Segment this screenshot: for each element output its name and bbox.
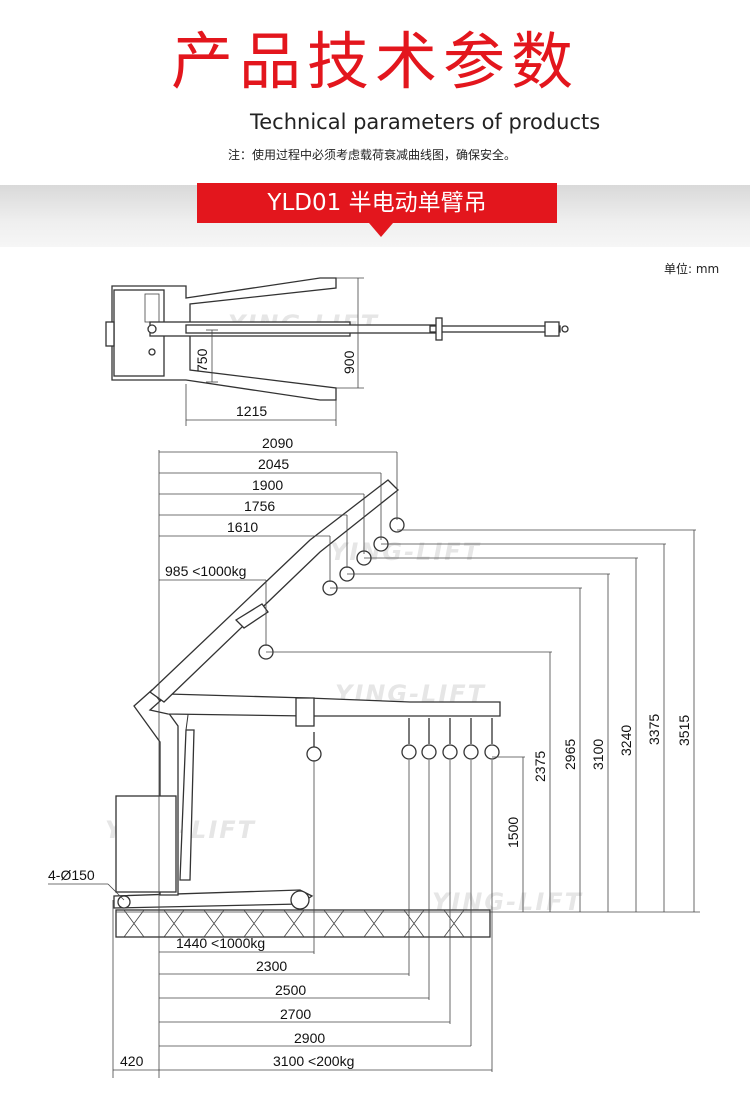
height-3240: 3240 [618, 725, 634, 756]
height-2965: 2965 [562, 739, 578, 770]
safety-note: 注：使用过程中必须考虑载荷衰减曲线图，确保安全。 [228, 148, 517, 162]
unit-label: 单位: mm [664, 262, 720, 276]
base-reach-dims: 1440 <1000kg 2300 2500 2700 2900 3100 <2… [113, 760, 493, 1072]
watermark: YING-LIFT [330, 538, 481, 566]
reach-2090: 2090 [262, 435, 293, 451]
boom-reach-dims: 2090 2045 1900 1756 1610 985 <1000kg [159, 435, 398, 646]
page-subtitle: Technical parameters of products [250, 110, 601, 134]
dim-750: 750 [194, 348, 210, 372]
base-2300: 2300 [256, 958, 287, 974]
reach-985: 985 <1000kg [165, 563, 246, 579]
top-view: 750 900 1215 [105, 277, 569, 426]
base-2900: 2900 [294, 1030, 325, 1046]
height-3375: 3375 [646, 714, 662, 745]
reach-2045: 2045 [258, 456, 289, 472]
reach-1756: 1756 [244, 498, 275, 514]
wheel-callout: 4-Ø150 [48, 867, 125, 901]
dim-900: 900 [341, 350, 357, 374]
base-3100: 3100 <200kg [273, 1053, 354, 1069]
height-3515: 3515 [676, 715, 692, 746]
drawing-area [0, 247, 750, 1110]
dim-1215: 1215 [236, 403, 267, 419]
header: 产品技术参数 Technical parameters of products … [0, 0, 750, 185]
base-2500: 2500 [275, 982, 306, 998]
model-tag: YLD01 半电动单臂吊 [197, 183, 557, 237]
height-1500: 1500 [505, 817, 521, 848]
leg-offset-420: 420 [120, 1053, 144, 1069]
side-view [112, 450, 501, 1078]
height-dims: 1500 2375 2965 3100 3240 3375 3515 [116, 529, 700, 913]
reach-1900: 1900 [252, 477, 283, 493]
base-2700: 2700 [280, 1006, 311, 1022]
base-1440: 1440 <1000kg [176, 935, 265, 951]
page-title: 产品技术参数 [170, 25, 579, 98]
wheel-label: 4-Ø150 [48, 867, 95, 883]
height-2375: 2375 [532, 751, 548, 782]
height-3100: 3100 [590, 739, 606, 770]
reach-1610: 1610 [227, 519, 258, 535]
